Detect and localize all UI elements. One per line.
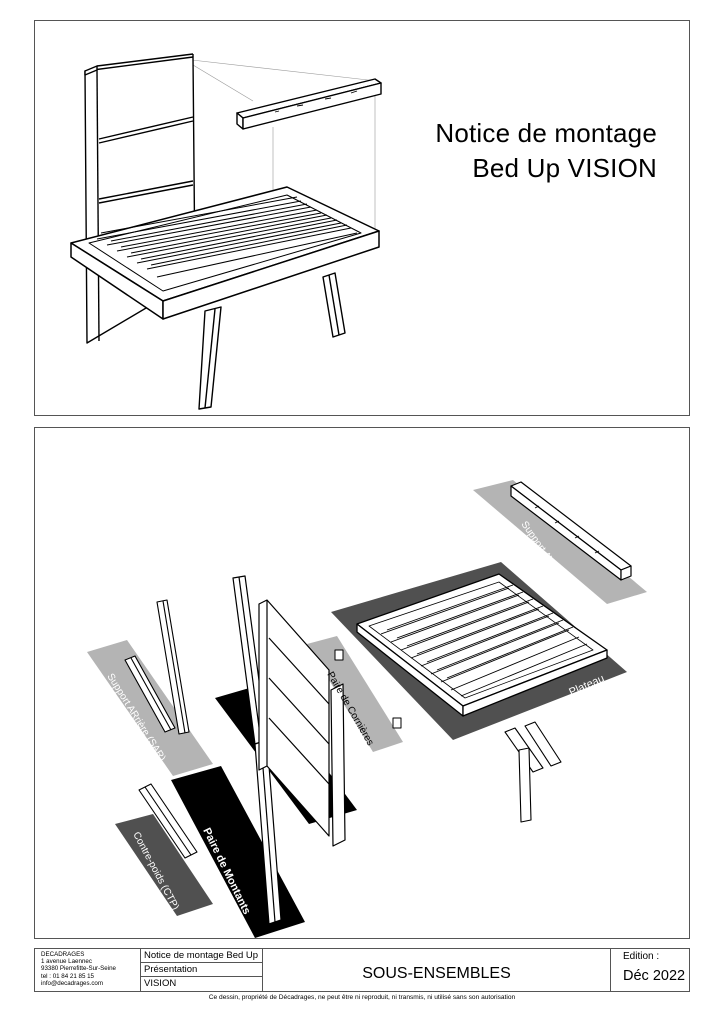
company-email: info@decadrages.com xyxy=(41,979,104,987)
document-name: Notice de montage Bed Up xyxy=(141,949,262,963)
sar-label-band xyxy=(87,640,213,776)
company-info: DECADRAGES 1 avenue Laennec 93380 Pierre… xyxy=(35,949,141,991)
document-model: VISION xyxy=(144,978,177,989)
title-block: DECADRAGES 1 avenue Laennec 93380 Pierre… xyxy=(34,948,690,992)
sheet-title: SOUS-ENSEMBLES xyxy=(263,949,611,991)
edition-label: Edition : xyxy=(623,951,660,962)
copyright-notice: Ce dessin, propriété de Décadrages, ne p… xyxy=(208,994,516,1001)
edition-cell: Edition : Déc 2022 xyxy=(611,949,689,991)
document-title-line-1: Notice de montage xyxy=(435,118,657,148)
company-name: DECADRAGES xyxy=(41,951,85,958)
sar-part xyxy=(124,599,190,735)
company-phone: tel : 01 84 21 85 15 xyxy=(41,972,94,980)
cover-drawing-panel: Notice de montage Bed Up VISION xyxy=(34,20,690,416)
subassemblies-drawing-panel: Support AVant (SAV) Plateau Paire de Cor… xyxy=(34,427,690,939)
document-title-line-2: Bed Up VISION xyxy=(472,153,657,183)
assembled-bed-illustration xyxy=(70,53,382,410)
document-section: Présentation xyxy=(141,963,262,977)
edition-date: Déc 2022 xyxy=(623,968,686,984)
company-address: 1 avenue Laennec xyxy=(41,958,92,966)
ctp-part xyxy=(138,783,198,859)
sav-label-band xyxy=(473,480,647,604)
exploded-subassemblies-illustration: Support AVant (SAV) Plateau Paire de Cor… xyxy=(87,480,647,938)
ctp-label-band xyxy=(115,814,213,916)
plateau-part xyxy=(356,573,608,717)
company-city: 93380 Pierrefitte-Sur-Seine xyxy=(41,965,116,973)
corners-label-band xyxy=(307,636,403,752)
plateau-legs xyxy=(504,721,562,823)
sav-part xyxy=(510,481,632,581)
corners-part xyxy=(334,649,402,729)
document-info: Notice de montage Bed Up Présentation VI… xyxy=(141,949,263,991)
wall-panel-part xyxy=(258,599,346,847)
